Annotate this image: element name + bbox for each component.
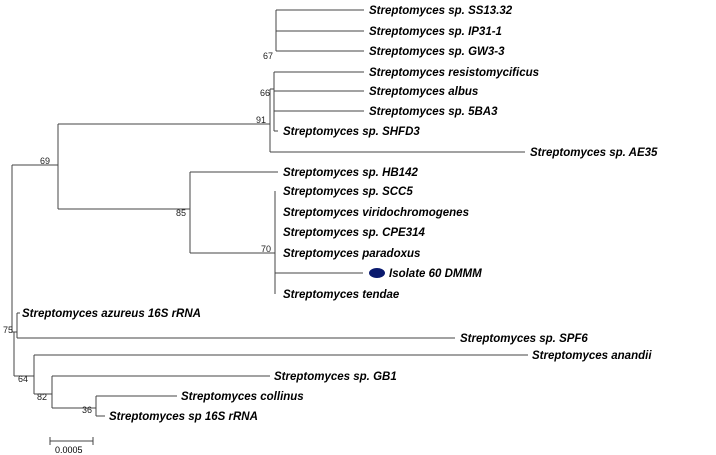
taxon-label: Streptomyces sp. HB142 [283, 167, 418, 179]
taxon-label: Streptomyces viridochromogenes [283, 207, 469, 219]
bootstrap-values: 67 66 91 69 85 70 75 64 82 36 [3, 51, 273, 415]
taxon-label: Streptomyces collinus [181, 391, 304, 403]
taxon-label: Streptomyces sp. IP31-1 [369, 26, 502, 38]
bootstrap-value: 75 [3, 325, 13, 335]
bootstrap-value: 67 [263, 51, 273, 61]
taxon-label: Streptomyces sp. SS13.32 [369, 5, 513, 17]
taxon-label: Streptomyces sp 16S rRNA [109, 411, 258, 423]
taxon-label: Streptomyces albus [369, 86, 478, 98]
taxon-label: Streptomyces sp. SCC5 [283, 186, 413, 198]
isolate-marker [369, 268, 385, 278]
taxon-label: Streptomyces anandii [532, 350, 652, 362]
bootstrap-value: 91 [256, 115, 266, 125]
taxon-label: Streptomyces sp. SHFD3 [283, 126, 420, 138]
bootstrap-value: 64 [18, 374, 28, 384]
taxon-label: Streptomyces paradoxus [283, 248, 420, 260]
bootstrap-value: 70 [261, 244, 271, 254]
taxon-label: Isolate 60 DMMM [389, 268, 482, 280]
bootstrap-value: 85 [176, 208, 186, 218]
tree-branches [11, 9, 528, 445]
bootstrap-value: 66 [260, 88, 270, 98]
taxon-labels: Streptomyces sp. SS13.32 Streptomyces sp… [22, 5, 658, 423]
taxon-label: Streptomyces resistomycificus [369, 67, 539, 79]
taxon-label: Streptomyces sp. AE35 [530, 147, 658, 159]
taxon-label: Streptomyces sp. GB1 [274, 371, 397, 383]
bootstrap-value: 69 [40, 156, 50, 166]
taxon-label: Streptomyces sp. CPE314 [283, 227, 426, 239]
taxon-label: Streptomyces tendae [283, 289, 400, 301]
taxon-label: Streptomyces azureus 16S rRNA [22, 308, 201, 320]
bootstrap-value: 82 [37, 392, 47, 402]
taxon-label: Streptomyces sp. 5BA3 [369, 106, 498, 118]
scale-bar-label: 0.0005 [55, 445, 83, 455]
taxon-label: Streptomyces sp. SPF6 [460, 333, 588, 345]
bootstrap-value: 36 [82, 405, 92, 415]
taxon-label: Streptomyces sp. GW3-3 [369, 46, 505, 58]
